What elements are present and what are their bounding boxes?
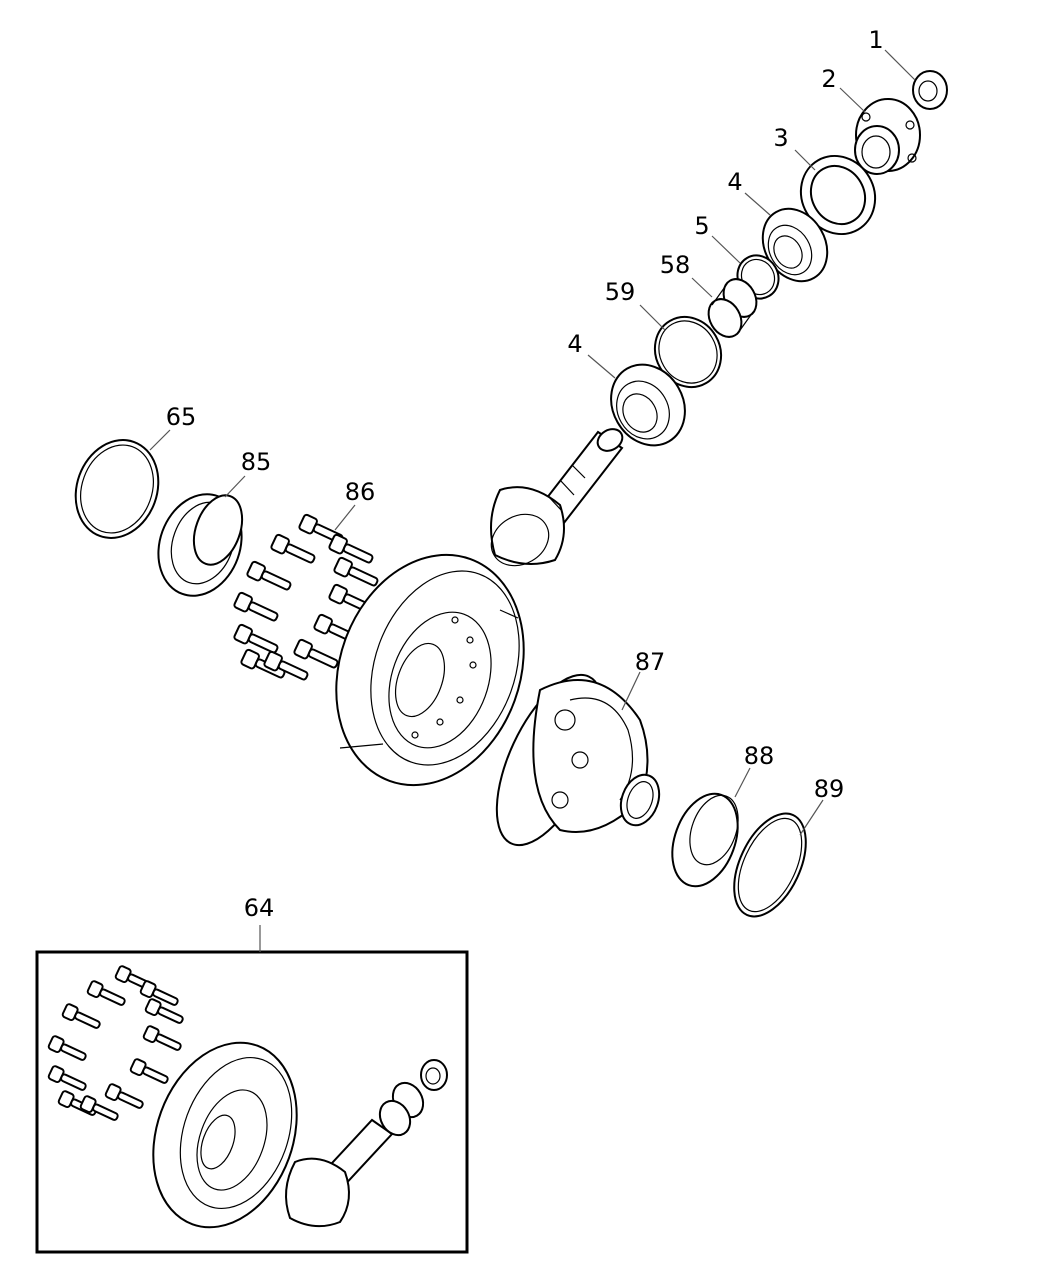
callout-87: 87: [635, 648, 666, 676]
callout-3: 3: [773, 124, 788, 152]
pinion-gear: [490, 428, 624, 567]
part-59-shim: [653, 315, 723, 389]
part-3-seal: [799, 154, 877, 236]
callout-64: 64: [244, 894, 275, 922]
callout-89: 89: [814, 775, 845, 803]
ring-gear: [335, 553, 525, 787]
part-88-bearing: [671, 792, 739, 888]
callout-4-upper: 4: [727, 168, 742, 196]
part-65-ring: [74, 439, 160, 539]
part-87-differential-case: [495, 673, 661, 847]
callout-1: 1: [868, 26, 883, 54]
callout-5: 5: [694, 212, 709, 240]
callout-4-lower: 4: [567, 330, 582, 358]
part-1-nut: [912, 70, 948, 110]
callout-58: 58: [660, 251, 691, 279]
part-2-flange: [854, 98, 921, 175]
callout-59: 59: [605, 278, 636, 306]
part-4-bearing-lower: [610, 363, 686, 447]
part-58-spacer: [707, 278, 758, 338]
part-85-bearing-cup: [157, 493, 244, 597]
part-89-shim: [733, 812, 807, 918]
callout-65: 65: [166, 403, 197, 431]
callout-88: 88: [744, 742, 775, 770]
kit-box-64: [35, 950, 469, 1254]
leader-lines: [149, 49, 916, 952]
part-86-bolts: [233, 513, 379, 681]
callout-labels: 1 2 3 4 5 58 59 4 65 85 86 87 88 89 64: [166, 26, 884, 922]
callout-2: 2: [821, 65, 836, 93]
part-4-bearing-upper: [761, 207, 829, 283]
callout-85: 85: [241, 448, 272, 476]
callout-86: 86: [345, 478, 376, 506]
